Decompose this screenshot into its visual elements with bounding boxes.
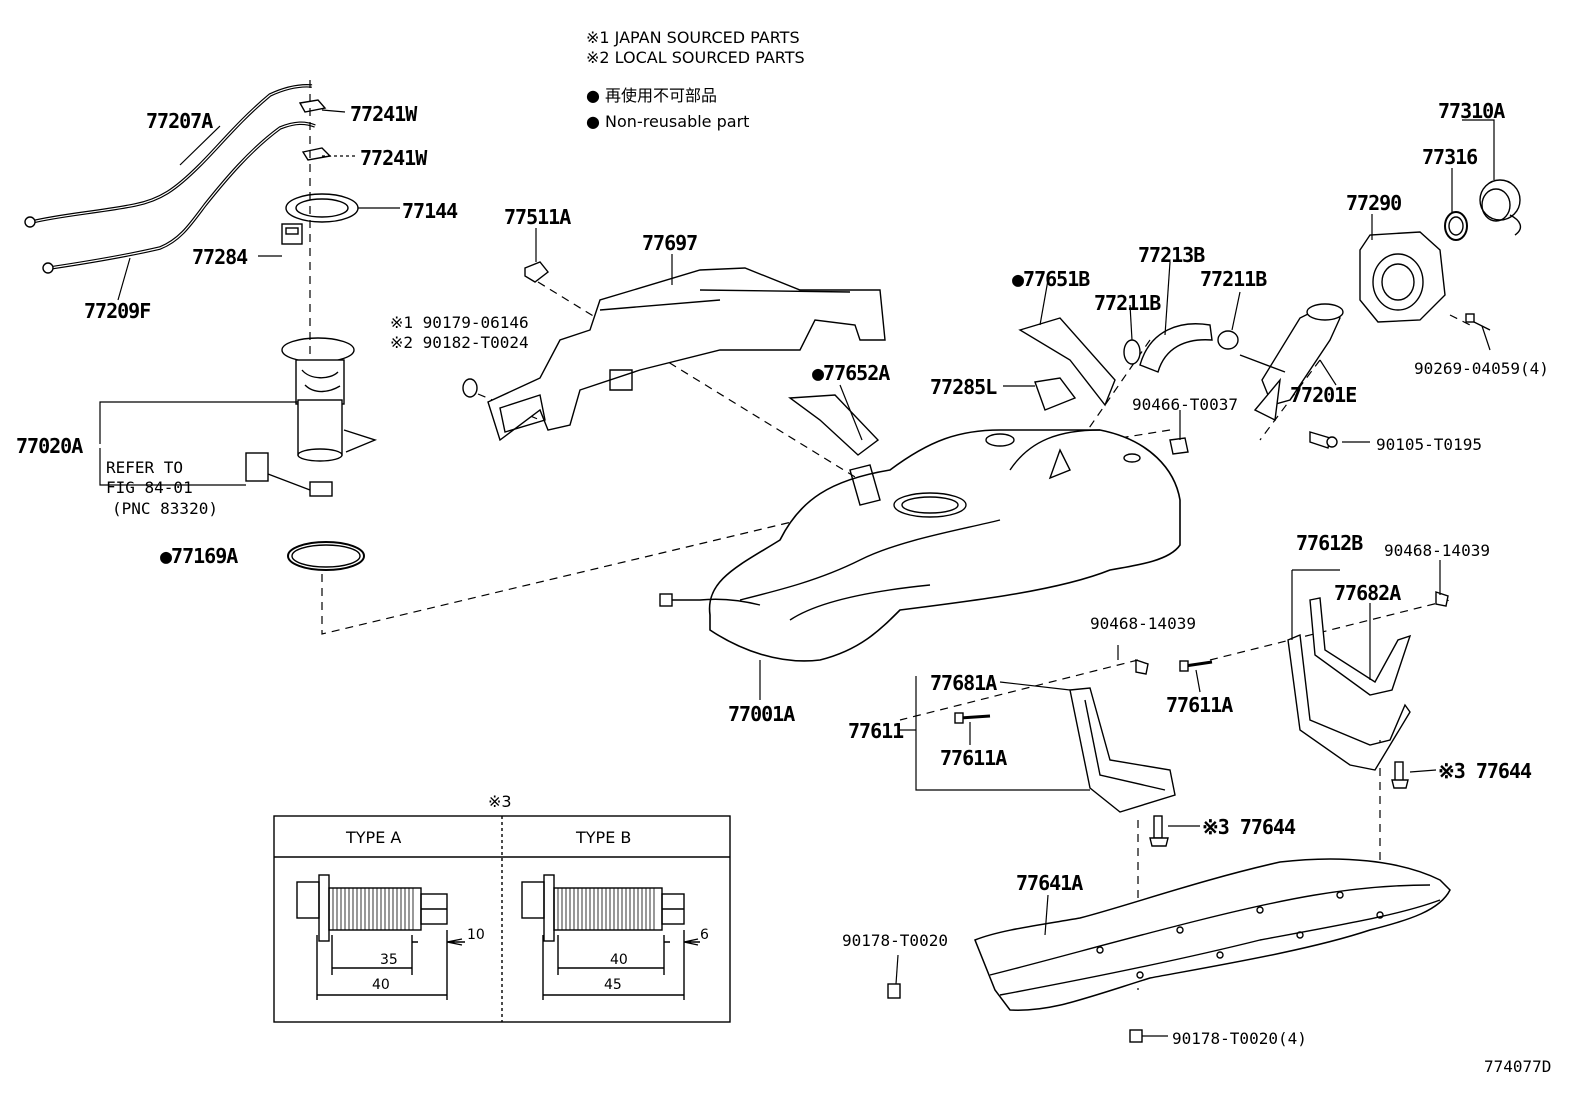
refer-to-line: REFER TO (106, 458, 184, 477)
type-a-dim-short: 10 (467, 927, 485, 943)
callout-77001A[interactable]: 77001A (728, 702, 795, 726)
type-table-marker: ※3 (488, 792, 512, 811)
callout-77611A-right[interactable]: 77611A (1166, 693, 1233, 717)
gasket-77169A[interactable] (287, 541, 365, 571)
strap-77681A[interactable] (1069, 687, 1176, 813)
callout-77201E[interactable]: 77201E (1290, 383, 1357, 407)
legend-non-reusable-jp: ● 再使用不可部品 (586, 86, 718, 105)
clamp-77211B-right[interactable] (1217, 330, 1239, 350)
callout-90466-T0037[interactable]: 90466-T0037 (1132, 395, 1238, 414)
callout-77169A[interactable]: ●77169A (160, 544, 238, 568)
retainer-77241W-upper[interactable] (298, 99, 327, 113)
type-b-bolt (521, 874, 700, 1000)
callout-77284[interactable]: 77284 (192, 245, 248, 269)
fuel-line-77209F[interactable] (42, 121, 316, 274)
legend-non-reusable-en: ● Non-reusable part (586, 112, 750, 131)
type-table (273, 815, 731, 1023)
callout-77211B-right[interactable]: 77211B (1200, 267, 1267, 291)
type-a-header: TYPE A (346, 828, 402, 847)
heat-shield-77697[interactable] (487, 267, 886, 442)
gasket-77316[interactable] (1444, 211, 1468, 241)
clip-90466-T0037[interactable] (1169, 437, 1189, 455)
protector-77651B[interactable] (1018, 317, 1116, 407)
callout-77241W-lower[interactable]: 77241W (360, 146, 427, 170)
clamp-77211B-left[interactable] (1123, 339, 1141, 365)
callout-77213B[interactable]: 77213B (1138, 243, 1205, 267)
callout-90105-T0195[interactable]: 90105-T0195 (1376, 435, 1482, 454)
callout-77020A[interactable]: 77020A (16, 434, 83, 458)
filler-pipe-77201E[interactable] (1239, 303, 1344, 422)
grommet-90179-90182[interactable] (462, 378, 478, 398)
callout-90179-06146[interactable]: ※1 90179-06146 (390, 313, 529, 332)
protector-77652A[interactable] (788, 394, 880, 456)
protector-plate-77641A[interactable] (974, 858, 1451, 1011)
hose-77213B[interactable] (1139, 323, 1213, 373)
bolt-77611A-right[interactable] (1179, 660, 1213, 672)
callout-90178-T0020-bottom[interactable]: 90178-T0020(4) (1172, 1029, 1307, 1048)
retainer-77241W-lower[interactable] (301, 147, 332, 161)
callout-77651B[interactable]: ●77651B (1012, 267, 1090, 291)
callout-77682A[interactable]: 77682A (1334, 581, 1401, 605)
clip-90468-14039-left[interactable] (1135, 659, 1149, 675)
bracket-77285L[interactable] (1034, 377, 1077, 411)
type-b-dim-short: 6 (700, 927, 709, 943)
fuel-line-77207A[interactable] (24, 84, 313, 228)
clip-77511A[interactable] (524, 261, 549, 283)
callout-77209F[interactable]: 77209F (84, 299, 151, 323)
callout-77211B-left[interactable]: 77211B (1094, 291, 1161, 315)
legend-local-sourced: ※2 LOCAL SOURCED PARTS (586, 48, 805, 67)
callout-77285L[interactable]: 77285L (930, 375, 997, 399)
type-b-header: TYPE B (576, 828, 632, 847)
type-a-dim-mid: 35 (380, 952, 398, 968)
type-a-bolt (296, 874, 465, 1000)
callout-90269-04059[interactable]: 90269-04059(4) (1414, 359, 1549, 378)
fuel-pump-assembly-77020A[interactable] (281, 337, 378, 462)
callout-77310A[interactable]: 77310A (1438, 99, 1505, 123)
callout-77612B[interactable]: 77612B (1296, 531, 1363, 555)
callout-77144[interactable]: 77144 (402, 199, 458, 223)
type-b-dim-long: 45 (604, 977, 622, 993)
callout-77207A[interactable]: 77207A (146, 109, 213, 133)
figure-id: 774077D (1484, 1057, 1552, 1076)
fuel-sender-gauge[interactable] (245, 452, 333, 497)
callout-77641A[interactable]: 77641A (1016, 871, 1083, 895)
callout-90468-14039-right[interactable]: 90468-14039 (1384, 541, 1490, 560)
clip-90468-14039-right[interactable] (1435, 591, 1449, 607)
bolt-77611A-left[interactable] (954, 712, 991, 724)
screw-90269-04059[interactable] (1465, 313, 1491, 331)
fuel-tank-77001A[interactable] (659, 429, 1181, 662)
fuel-cap-77310A[interactable] (1479, 179, 1522, 236)
bolt-77644-left[interactable] (1149, 815, 1169, 847)
bolt-90178-T0020-bottom[interactable] (1129, 1029, 1143, 1043)
type-b-dim-mid: 40 (610, 952, 628, 968)
callout-90468-14039-left[interactable]: 90468-14039 (1090, 614, 1196, 633)
bolt-90105-T0195[interactable] (1309, 431, 1338, 449)
callout-77611[interactable]: 77611 (848, 719, 904, 743)
callout-77652A[interactable]: ●77652A (812, 361, 890, 385)
strap-77682A[interactable] (1309, 597, 1412, 696)
callout-77697[interactable]: 77697 (642, 231, 698, 255)
pump-retainer-plate-77144[interactable] (285, 193, 359, 223)
legend-japan-sourced: ※1 JAPAN SOURCED PARTS (586, 28, 800, 47)
callout-90178-T0020-left[interactable]: 90178-T0020 (842, 931, 948, 950)
callout-90182-T0024[interactable]: ※2 90182-T0024 (390, 333, 529, 352)
callout-77644-right[interactable]: ※3 77644 (1438, 759, 1532, 783)
callout-77290[interactable]: 77290 (1346, 191, 1402, 215)
filler-housing-77290[interactable] (1359, 231, 1446, 323)
connector-77284[interactable] (281, 223, 303, 245)
callout-77241W-upper[interactable]: 77241W (350, 102, 417, 126)
callout-77644-left[interactable]: ※3 77644 (1202, 815, 1296, 839)
strap-77612B[interactable] (1287, 633, 1411, 771)
callout-77511A[interactable]: 77511A (504, 205, 571, 229)
callout-77316[interactable]: 77316 (1422, 145, 1478, 169)
bolt-90178-T0020-left[interactable] (887, 983, 901, 999)
refer-pnc-line: (PNC 83320) (112, 499, 218, 518)
refer-fig-line[interactable]: FIG 84-01 (106, 478, 193, 497)
type-a-dim-long: 40 (372, 977, 390, 993)
callout-77681A[interactable]: 77681A (930, 671, 997, 695)
callout-77611A-left[interactable]: 77611A (940, 746, 1007, 770)
bolt-77644-right[interactable] (1391, 761, 1409, 789)
